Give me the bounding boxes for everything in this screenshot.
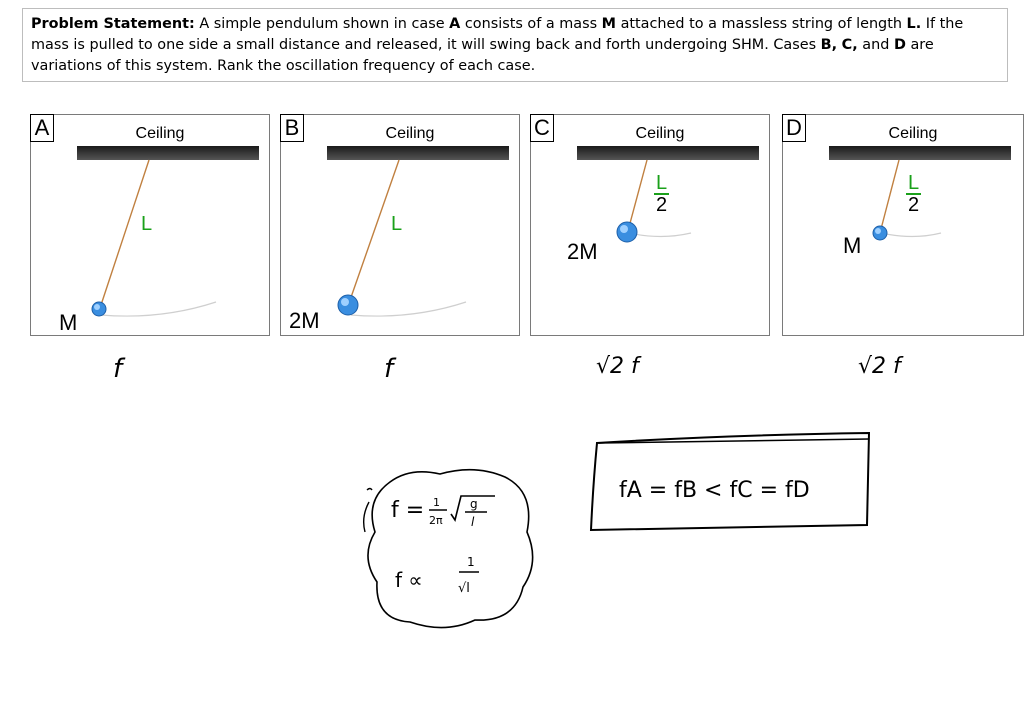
sqrt-sign [450, 495, 495, 522]
panel-d: D Ceiling L 2 M [782, 114, 1024, 336]
prop-den: √l [458, 581, 470, 596]
pendulum-string [99, 159, 150, 309]
panel-letter: B [280, 114, 304, 142]
pendulum-bob-icon [616, 221, 638, 243]
answer-c: √2 f [596, 354, 639, 379]
prop-lhs: f ∝ [395, 568, 423, 592]
swing-arc [100, 301, 217, 317]
prop-num: 1 [467, 555, 475, 569]
swing-arc [628, 232, 692, 238]
formula-l: l [471, 515, 475, 529]
pendulum-string [628, 159, 648, 228]
formula-num: 1 [433, 496, 440, 509]
panel-letter: C [530, 114, 554, 142]
formula-den: 2π [429, 514, 443, 527]
panel-c: C Ceiling L 2 2M [530, 114, 770, 336]
cloud-outline [367, 468, 534, 629]
length-fraction: L 2 [654, 172, 670, 216]
length-label: L [391, 213, 403, 235]
swing-arc [350, 301, 467, 317]
length-fraction: L 2 [906, 172, 922, 216]
bob-highlight [620, 225, 628, 233]
pendulum-drawing [872, 159, 942, 241]
bob-highlight [94, 304, 100, 310]
answer-d: √2 f [858, 354, 901, 379]
ceiling-label: Ceiling [135, 125, 185, 142]
ceiling-bar [77, 146, 259, 160]
pendulum-drawing [91, 159, 217, 317]
formula-cloud: f = 1 2π g l f ∝ 1 √l [362, 468, 534, 629]
pendulum-drawing [616, 159, 692, 243]
ranking-box: fA = fB < fC = fD [589, 431, 871, 532]
pendulum-string [880, 159, 900, 230]
ceiling-label: Ceiling [385, 125, 435, 142]
problem-label: Problem Statement: [31, 16, 195, 32]
ceiling-bar [829, 146, 1011, 160]
ceiling-label: Ceiling [635, 125, 685, 142]
problem-statement: Problem Statement: A simple pendulum sho… [22, 8, 1008, 82]
ceiling-bar [327, 146, 509, 160]
ranking-outline [589, 431, 871, 532]
answer-a: f [113, 354, 123, 384]
panel-b: B Ceiling L 2M [280, 114, 520, 336]
mass-label: M [59, 310, 78, 335]
formula-g: g [470, 497, 478, 511]
mass-label: 2M [567, 239, 598, 264]
length-label: L [141, 213, 153, 235]
swing-arc [880, 232, 942, 238]
bob-highlight [341, 298, 349, 306]
pendulum-drawing [337, 159, 467, 317]
panel-a: A Ceiling L M [30, 114, 270, 336]
pendulum-bob-icon [337, 294, 359, 316]
mass-label: M [843, 233, 862, 258]
bob-highlight [875, 228, 881, 234]
pendulum-string [348, 159, 400, 304]
ranking-text: fA = fB < fC = fD [619, 478, 810, 503]
ceiling-bar [577, 146, 759, 160]
answer-b: f [384, 354, 394, 384]
panel-letter: A [30, 114, 54, 142]
mass-label: 2M [289, 308, 320, 333]
ceiling-label: Ceiling [888, 125, 938, 142]
panel-letter: D [782, 114, 806, 142]
formula-lhs: f = [391, 498, 424, 523]
